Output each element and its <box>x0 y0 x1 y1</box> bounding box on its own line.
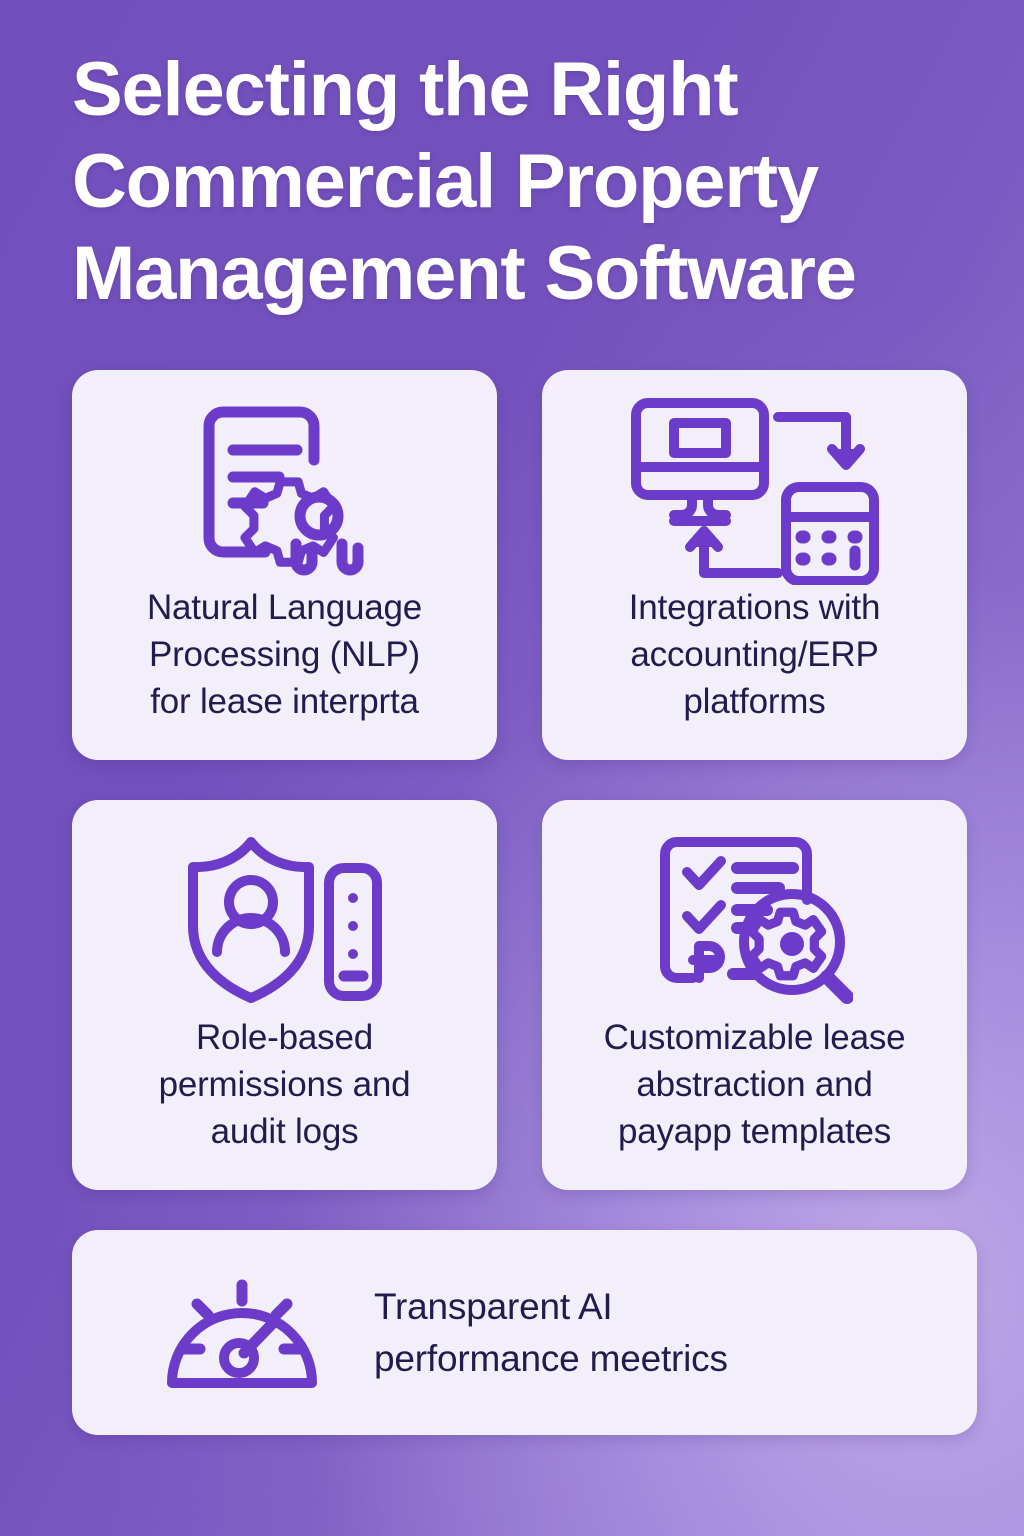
feature-card-label: Integrations with accounting/ERP platfor… <box>628 588 881 721</box>
feature-card-permissions: Role-based permissions and audit logs <box>72 800 497 1190</box>
feature-card-label: Role-based permissions and audit logs <box>158 1018 411 1151</box>
feature-card-label: Customizable lease abstraction and payap… <box>603 1018 906 1151</box>
document-gear-icon <box>201 396 369 584</box>
title-heading: Selecting the Right Commercial Property … <box>72 44 1002 320</box>
speedometer-gauge-icon <box>162 1263 322 1403</box>
monitor-calculator-sync-icon <box>630 396 880 585</box>
feature-card-label: Transparent AI performance meetrics <box>374 1285 728 1379</box>
feature-card-label: Natural Language Processing (NLP) for le… <box>146 588 423 721</box>
feature-card-integrations: Integrations with accounting/ERP platfor… <box>542 370 967 760</box>
page-title: Selecting the Right Commercial Property … <box>72 44 1002 320</box>
title-line-1: Selecting the Right <box>72 47 739 132</box>
shield-person-audit-log-icon <box>185 826 385 1014</box>
feature-card-grid: Natural Language Processing (NLP) for le… <box>72 370 977 1435</box>
feature-card-ai-metrics: Transparent AI performance meetrics <box>72 1230 977 1435</box>
feature-card-nlp: Natural Language Processing (NLP) for le… <box>72 370 497 760</box>
feature-card-lease-abstraction: Customizable lease abstraction and payap… <box>542 800 967 1190</box>
title-line-2: Commercial Property <box>72 139 819 224</box>
checklist-magnifier-gear-icon <box>657 826 853 1014</box>
title-line-3: Management Software <box>72 231 857 316</box>
